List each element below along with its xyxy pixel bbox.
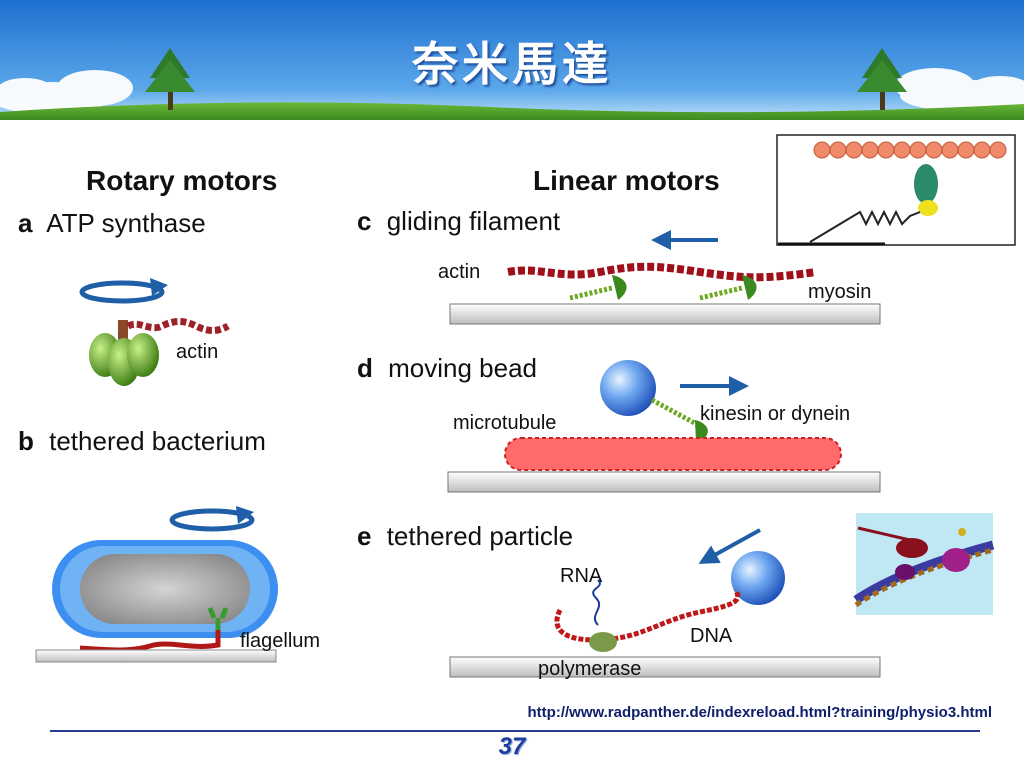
panel-c-label-actin: actin: [438, 261, 480, 283]
molecular-motors-figure: Rotary motors Linear motors a ATP syntha…: [18, 134, 1016, 680]
panel-e-label-rna: RNA: [560, 565, 603, 587]
microtubule-icon: [505, 438, 841, 470]
panel-b-letter: b: [18, 426, 34, 456]
panel-c-name: gliding filament: [387, 206, 561, 236]
panel-c-label-myosin: myosin: [808, 281, 871, 303]
panel-a-name: ATP synthase: [46, 208, 205, 238]
header-banner: 奈米馬達: [0, 0, 1024, 120]
panel-b-name: tethered bacterium: [49, 426, 266, 456]
source-url[interactable]: http://www.radpanther.de/indexreload.htm…: [527, 704, 992, 721]
bacterium-icon: [52, 540, 278, 638]
motor-hook: [207, 607, 229, 630]
cloud-left: [0, 70, 133, 114]
page-number: 37: [498, 733, 526, 760]
panel-a-letter: a: [18, 208, 33, 238]
rotation-arrow-icon: [169, 506, 255, 532]
panel-d-name: moving bead: [388, 353, 537, 383]
panel-b: b tethered bacterium flagellum: [18, 426, 320, 663]
direction-arrow-icon: [698, 528, 761, 564]
actin-filament-a: [126, 318, 230, 334]
cloud-right: [895, 68, 1024, 112]
panel-d-letter: d: [357, 353, 373, 383]
panel-b-label-flagellum: flagellum: [240, 630, 320, 652]
panel-d-label-microtubule: microtubule: [453, 412, 556, 434]
rna-strand: [592, 579, 601, 626]
surface-e: [449, 656, 881, 678]
slide-title: 奈米馬達: [412, 37, 612, 91]
panel-a-title: a ATP synthase: [18, 208, 206, 238]
panel-e-title: e tethered particle: [357, 521, 573, 551]
bead-icon: [600, 360, 656, 416]
panel-e: e tethered particle RNA DNA polymerase: [357, 521, 881, 680]
tree-right-icon: [857, 48, 907, 110]
panel-c-letter: c: [357, 206, 371, 236]
dna-strand: [554, 589, 741, 643]
atp-synthase-icon: [89, 333, 159, 386]
surface-d: [447, 471, 881, 493]
tree-left-icon: [145, 48, 195, 110]
rotary-motors-heading: Rotary motors: [86, 165, 277, 196]
surface-c: [449, 303, 881, 325]
linear-motors-heading: Linear motors: [533, 165, 720, 196]
panel-b-title: b tethered bacterium: [18, 426, 266, 456]
inset-particle-render: [853, 513, 995, 615]
panel-d: d moving bead kinesin or dynein microtub…: [357, 353, 881, 493]
panel-a-label-actin: actin: [176, 341, 218, 363]
kinesin-stalk: [650, 397, 702, 429]
panel-e-label-polymerase: polymerase: [538, 658, 641, 680]
panel-d-title: d moving bead: [357, 353, 537, 383]
rotation-arrow-icon: [79, 278, 168, 304]
bead-icon: [731, 551, 785, 605]
panel-c-title: c gliding filament: [357, 206, 561, 236]
footer-divider: [50, 730, 980, 732]
panel-e-letter: e: [357, 521, 371, 551]
panel-a: a ATP synthase actin: [18, 208, 230, 386]
panel-c: c gliding filament actin myosin: [357, 206, 881, 325]
kinesin-head-icon: [695, 420, 708, 442]
actin-filament-c: [507, 262, 817, 282]
panel-d-label-motor: kinesin or dynein: [700, 403, 850, 425]
header-background: [0, 0, 1024, 120]
panel-e-name: tethered particle: [387, 521, 573, 551]
inset-myosin-trap: [776, 134, 1016, 246]
surface-b: [35, 649, 277, 663]
panel-e-label-dna: DNA: [690, 625, 733, 647]
myosin-heads-icon: [569, 275, 757, 301]
polymerase-icon: [589, 632, 617, 652]
